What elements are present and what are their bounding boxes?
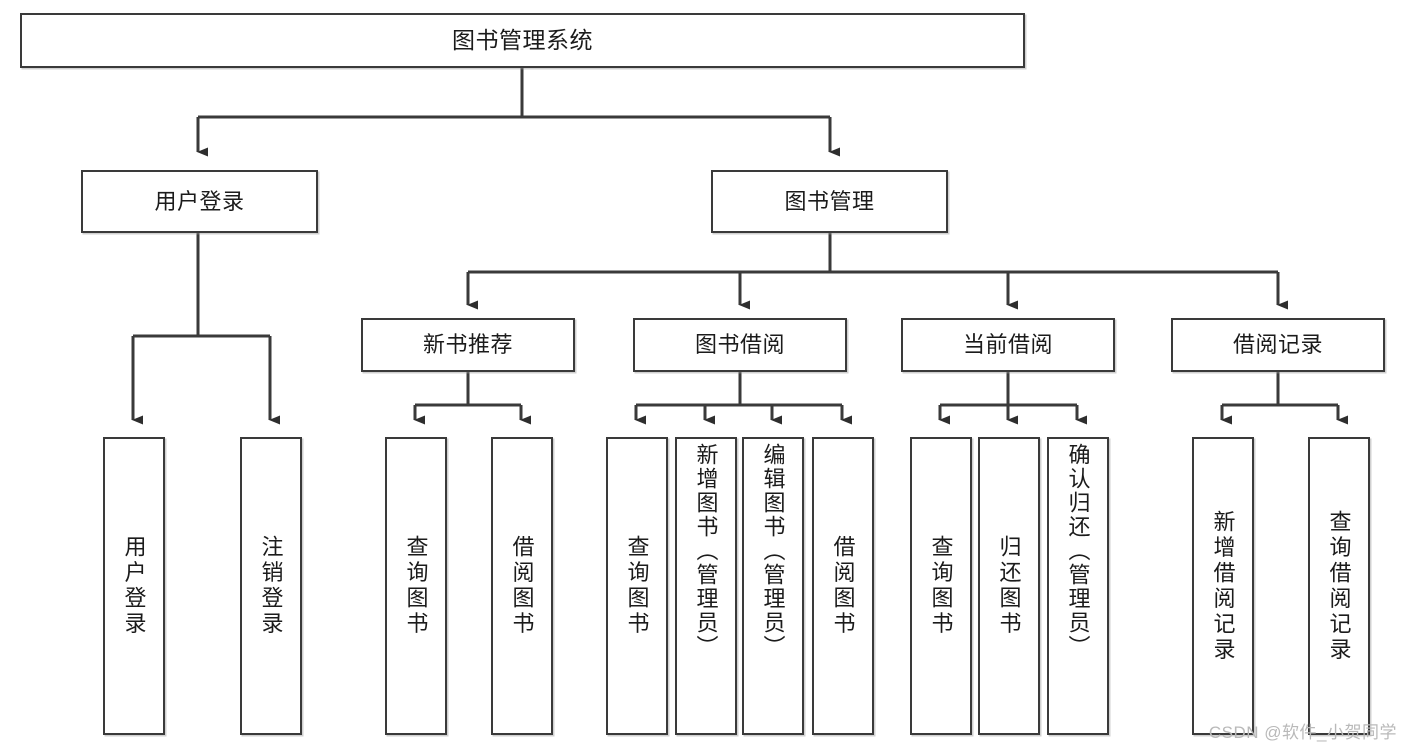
node-new-book-recommend[interactable]: 新书推荐: [361, 318, 575, 372]
node-label: 新书推荐: [422, 332, 513, 358]
leaf-user-login-login[interactable]: 用户登录: [103, 437, 165, 735]
node-label: 新增借阅记录: [1210, 509, 1236, 663]
node-label: 用户登录: [121, 535, 147, 637]
leaf-current-borrow-query-book[interactable]: 查询图书: [910, 437, 972, 735]
node-label: 归还图书: [996, 535, 1022, 637]
leaf-book-borrow-add-book-admin[interactable]: 新增图书（管理员）: [675, 437, 737, 735]
node-label: 查询图书: [624, 535, 650, 637]
node-label: 查询图书: [403, 535, 429, 637]
node-label: 查询图书: [928, 535, 954, 637]
node-borrow-record[interactable]: 借阅记录: [1171, 318, 1385, 372]
node-label: 用户登录: [154, 188, 245, 214]
node-label: 编辑图书（管理员）: [760, 443, 786, 659]
node-label: 查询借阅记录: [1326, 509, 1352, 663]
node-label: 借阅图书: [509, 535, 535, 637]
leaf-current-borrow-confirm-return-admin[interactable]: 确认归还（管理员）: [1047, 437, 1109, 735]
node-label: 借阅记录: [1232, 332, 1323, 358]
node-book-borrow[interactable]: 图书借阅: [633, 318, 847, 372]
leaf-book-borrow-borrow-book[interactable]: 借阅图书: [812, 437, 874, 735]
leaf-borrow-record-add-record[interactable]: 新增借阅记录: [1192, 437, 1254, 735]
node-root-system[interactable]: 图书管理系统: [20, 13, 1025, 68]
leaf-user-login-logout[interactable]: 注销登录: [240, 437, 302, 735]
leaf-book-borrow-edit-book-admin[interactable]: 编辑图书（管理员）: [742, 437, 804, 735]
node-user-login[interactable]: 用户登录: [81, 170, 318, 233]
leaf-book-borrow-query-book[interactable]: 查询图书: [606, 437, 668, 735]
csdn-watermark: CSDN @软件_小贺同学: [1208, 723, 1397, 742]
leaf-current-borrow-return-book[interactable]: 归还图书: [978, 437, 1040, 735]
node-label: 当前借阅: [962, 332, 1053, 358]
node-label: 新增图书（管理员）: [693, 443, 719, 659]
node-label: 借阅图书: [830, 535, 856, 637]
node-label: 注销登录: [258, 535, 284, 637]
leaf-borrow-record-query-record[interactable]: 查询借阅记录: [1308, 437, 1370, 735]
node-current-borrow[interactable]: 当前借阅: [901, 318, 1115, 372]
node-book-management[interactable]: 图书管理: [711, 170, 948, 233]
node-label: 图书管理: [784, 188, 875, 214]
leaf-new-book-query-book[interactable]: 查询图书: [385, 437, 447, 735]
node-label: 确认归还（管理员）: [1065, 443, 1091, 659]
leaf-new-book-borrow-book[interactable]: 借阅图书: [491, 437, 553, 735]
node-label: 图书借阅: [694, 332, 785, 358]
node-label: 图书管理系统: [452, 26, 593, 53]
